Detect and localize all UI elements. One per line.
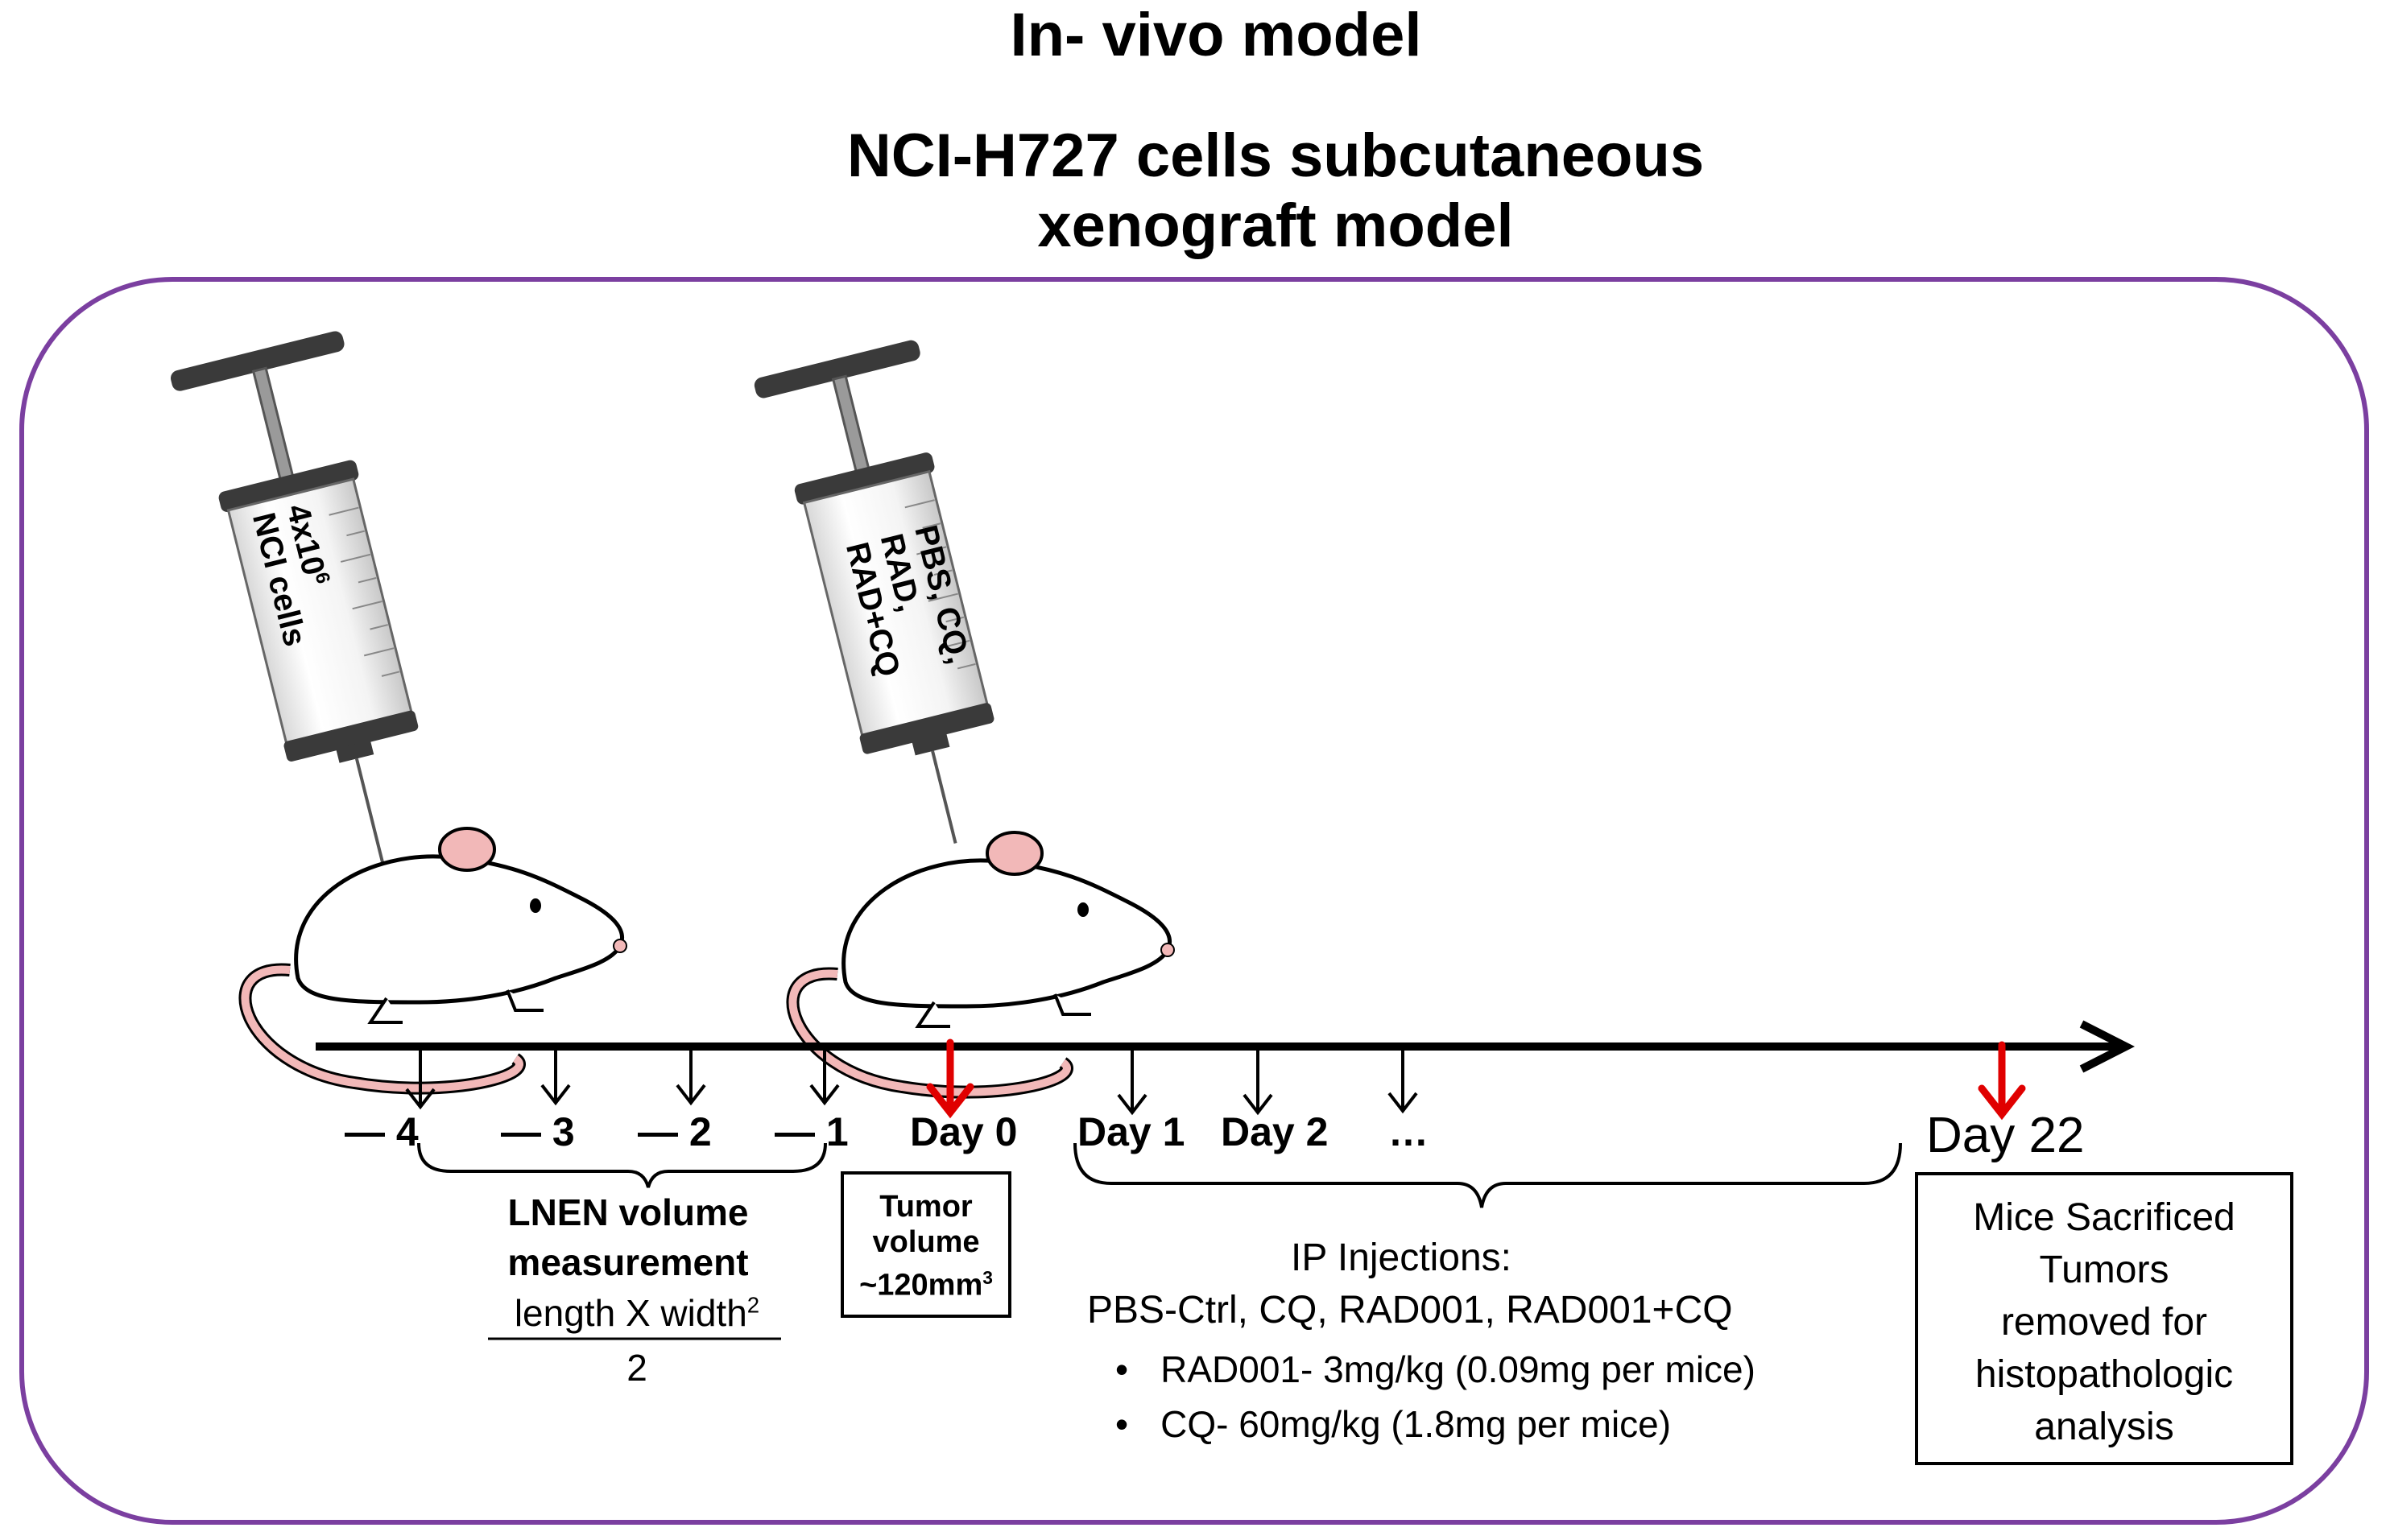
- injections-heading: IP Injections:: [1291, 1237, 1511, 1279]
- injections-bullet-1: •RAD001- 3mg/kg (0.09mg per mice): [1115, 1348, 1755, 1390]
- injections-groups: PBS-Ctrl, CQ, RAD001, RAD001+CQ: [1087, 1289, 1733, 1332]
- measurement-title: LNEN volume measurement: [507, 1191, 749, 1283]
- tick-label-dots: …: [1388, 1109, 1429, 1154]
- tick-label-minus1: — 1: [775, 1109, 849, 1154]
- formula-denominator: 2: [626, 1347, 647, 1389]
- tick-arrow-day2: [1243, 1051, 1273, 1116]
- tick-arrow-minus3: [540, 1051, 571, 1106]
- tick-label-day2: Day 2: [1221, 1109, 1329, 1154]
- tick-arrow-day1: [1117, 1051, 1147, 1116]
- brace-measurement: [417, 1142, 827, 1188]
- red-arrow-day22: [1978, 1041, 2026, 1121]
- injections-bullet-2: •CQ- 60mg/kg (1.8mg per mice): [1115, 1403, 1672, 1445]
- tick-label-day0: Day 0: [910, 1109, 1018, 1154]
- braces: [417, 1142, 1902, 1208]
- figure-subtitle: NCI-H727 cells subcutaneous xenograft mo…: [846, 122, 1705, 260]
- tick-label-minus4: — 4: [345, 1109, 419, 1154]
- syringe-1-icon: [171, 331, 419, 875]
- tick-label-day1: Day 1: [1077, 1109, 1185, 1154]
- tick-arrow-dots: [1387, 1051, 1418, 1114]
- red-arrow-day0: [926, 1038, 974, 1119]
- tick-label-minus3: — 3: [501, 1109, 575, 1154]
- tick-label-day22: Day 22: [1926, 1108, 2085, 1163]
- mouse-2-icon: [786, 831, 1175, 1099]
- figure-title: In- vivo model: [1010, 1, 1422, 69]
- diagram-frame: [19, 277, 2369, 1525]
- syringe-2-icon: [754, 340, 994, 844]
- tick-arrow-minus1: [809, 1051, 840, 1106]
- tumor-volume-box: Tumor volume ~120mm3: [841, 1171, 1011, 1318]
- formula-numerator: length X width2: [514, 1292, 760, 1334]
- timeline-axis: [316, 1020, 2136, 1073]
- tick-arrow-minus4: [405, 1051, 436, 1110]
- tick-arrows: [405, 1051, 1418, 1116]
- mouse-1-icon: [238, 827, 627, 1095]
- tick-arrow-minus2: [676, 1051, 706, 1106]
- sacrifice-box: Mice Sacrificed Tumors removed for histo…: [1915, 1172, 2293, 1465]
- tick-label-minus2: — 2: [638, 1109, 712, 1154]
- red-arrows: [926, 1038, 2026, 1121]
- brace-injections: [1073, 1142, 1902, 1208]
